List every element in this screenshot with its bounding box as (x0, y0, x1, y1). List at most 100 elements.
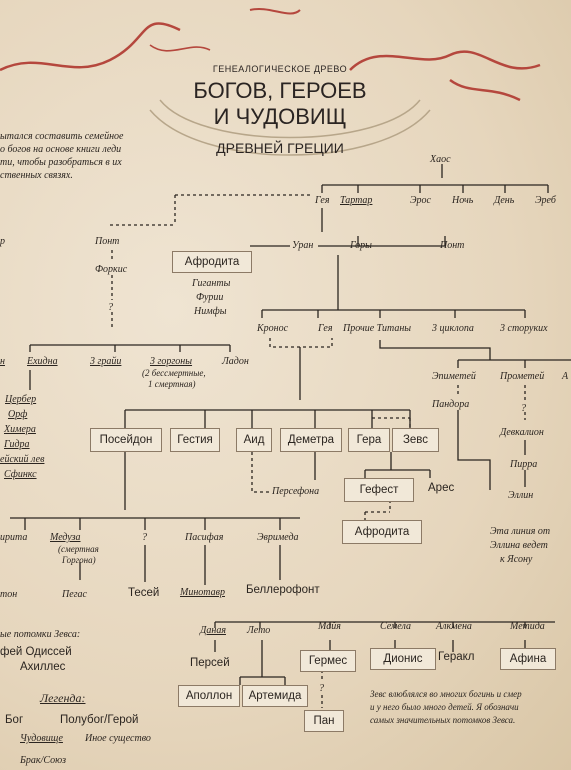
deucalion: Девкалион (500, 427, 544, 438)
epimetheus: Эпиметей (432, 371, 476, 382)
hades-box: Аид (236, 428, 272, 452)
ares: Арес (428, 482, 455, 494)
medusa-note-2: Горгона) (62, 555, 96, 565)
perseus: Персей (190, 657, 230, 669)
hellen-note-3: к Ясону (500, 554, 533, 565)
artemis: Артемида (248, 690, 302, 702)
semele: Семела (380, 621, 411, 632)
unknown-1: ? (108, 302, 113, 313)
aphrodite-box: Афродита (172, 251, 252, 273)
zeus-box: Зевс (392, 428, 439, 452)
metis: Метида (510, 621, 545, 632)
phorcys: Форкис (95, 264, 128, 275)
legend-creature: Иное существо (85, 733, 151, 744)
hemera: День (494, 195, 515, 206)
gorgons-note-1: (2 бессмертные, (142, 368, 206, 378)
hera-box: Гера (348, 428, 390, 452)
eurymede: Эвримеда (257, 532, 299, 543)
monster-nemean-lion: ейский лев (0, 454, 45, 465)
legend-title: Легенда: (40, 691, 86, 705)
zeus-descendants-note: ые потомки Зевса: (0, 629, 81, 640)
athena: Афина (509, 653, 547, 665)
monster-hydra: Гидра (4, 439, 30, 450)
uranus: Уран (292, 240, 314, 251)
chaos: Хаос (430, 154, 451, 165)
theseus: Тесей (128, 587, 160, 599)
dionysus: Дионис (383, 653, 423, 665)
pontus: Понт (440, 240, 465, 251)
danae: Даная (200, 625, 226, 636)
kronos: Кронос (257, 323, 289, 334)
hellen-note-2: Эллина ведет (490, 540, 548, 551)
subtitle: ДРЕВНЕЙ ГРЕЦИИ (216, 140, 344, 156)
hestia-box: Гестия (170, 428, 220, 452)
mountains: Горы (350, 240, 372, 251)
hephaestus-box: Гефест (344, 478, 414, 502)
triton-cut: тон (0, 589, 18, 600)
apollo-box: Аполлон (178, 685, 240, 707)
cut-name-n: н (0, 356, 5, 367)
legend-monster: Чудовище (20, 733, 63, 744)
furies: Фурии (196, 292, 224, 303)
persephone: Персефона (272, 486, 320, 497)
intro-line-3: ти, чтобы разобраться в их (0, 157, 122, 168)
pontus-left: Понт (95, 236, 120, 247)
athena-box: Афина (500, 648, 556, 670)
medusa: Медуза (50, 532, 81, 543)
hellen: Эллин (508, 490, 534, 501)
ribbon-banner (149, 99, 431, 156)
monster-sphinx: Сфинкс (4, 469, 37, 480)
pyrrha: Пирра (510, 459, 538, 470)
pandora: Пандора (432, 399, 470, 410)
hades: Аид (243, 434, 265, 446)
gorgons-note-2: 1 смертная) (148, 379, 196, 389)
prometheus: Прометей (500, 371, 545, 382)
pasiphae: Пасифая (185, 532, 224, 543)
hermes: Гермес (308, 655, 348, 667)
amphitrite-cut: ирита (0, 532, 28, 543)
ladon: Ладон (222, 356, 249, 367)
legend-marriage: Брак/Союз (20, 755, 67, 766)
aphrodite-2: Афродита (354, 526, 410, 538)
zeus: Зевс (402, 434, 429, 446)
title-line-1: БОГОВ, ГЕРОЕВ (193, 78, 367, 103)
medusa-note-1: (смертная (58, 544, 99, 554)
legend-demigod: Полубог/Герой (60, 714, 139, 726)
poseidon-box: Посейдон (90, 428, 162, 452)
hephaestus: Гефест (359, 484, 399, 496)
descendants-line-2: Ахиллес (20, 661, 66, 673)
poseidon: Посейдон (99, 434, 153, 446)
monster-chimera: Химера (4, 424, 36, 435)
graeae: 3 грайи (90, 356, 122, 367)
ribbon-ornament (0, 7, 541, 102)
unknown-3: ? (142, 532, 147, 543)
unknown-4: ? (319, 683, 324, 694)
giants: Гиганты (192, 278, 231, 289)
heracles: Геракл (438, 651, 475, 663)
hestia: Гестия (177, 434, 213, 446)
tartarus: Тартар (340, 195, 373, 206)
hundred-handed: 3 сторуких (500, 323, 548, 334)
zeus-note-2: и у него было много детей. Я обозначи (370, 702, 519, 712)
title-line-2: И ЧУДОВИЩ (213, 104, 347, 129)
other-titans: Прочие Титаны (343, 323, 412, 334)
hellen-note-1: Эта линия от (490, 526, 551, 537)
nyx: Ночь (452, 195, 474, 206)
echidna: Ехидна (27, 356, 58, 367)
hermes-box: Гермес (300, 650, 356, 672)
right-cut-name: А (562, 371, 569, 382)
minotaur: Минотавр (180, 587, 225, 598)
bellerophon: Беллерофонт (246, 584, 320, 596)
zeus-note-3: самых значительных потомков Зевса. (370, 715, 516, 725)
alcmene: Алкмена (436, 621, 472, 632)
pegasus: Пегас (62, 589, 87, 600)
artemis-box: Артемида (242, 685, 308, 707)
intro-line-2: о богов на основе книги леди (0, 144, 122, 155)
pan: Пан (313, 715, 335, 727)
pan-box: Пан (304, 710, 344, 732)
nymphs: Нимфы (194, 306, 227, 317)
dionysus-box: Дионис (370, 648, 436, 670)
unknown-2: ? (521, 403, 526, 414)
title-kicker: ГЕНЕАЛОГИЧЕСКОЕ ДРЕВО (212, 64, 348, 74)
